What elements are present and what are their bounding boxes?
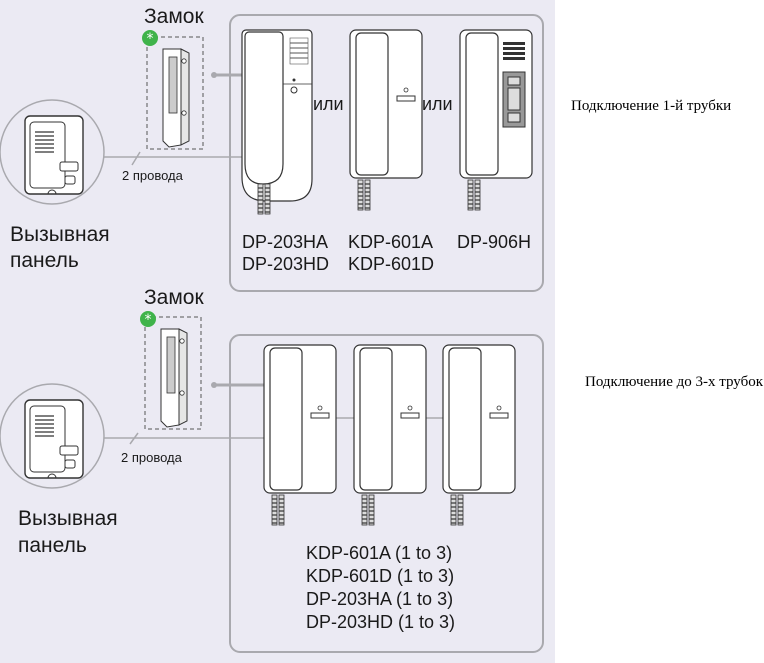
handset-kdp-601a bbox=[349, 29, 423, 211]
model-list-item: DP-203HD (1 to 3) bbox=[306, 612, 456, 632]
model-label-2a: KDP-601A bbox=[348, 232, 434, 252]
lock-label-2: Замок bbox=[144, 286, 204, 309]
handset-group-box-2 bbox=[229, 334, 544, 653]
handset-group-box-1 bbox=[229, 14, 544, 292]
handset-dp-203ha bbox=[241, 29, 313, 215]
handset-dp-906h bbox=[459, 29, 533, 211]
lock-badge-icon-1 bbox=[142, 30, 158, 47]
wire-label-1: 2 провода bbox=[122, 168, 183, 183]
model-list-item: KDP-601A (1 to 3) bbox=[306, 543, 453, 563]
handset-2-1 bbox=[264, 345, 336, 525]
panel-label-2-line1: Вызывная bbox=[18, 507, 118, 530]
note-section-2: Подключение до 3-х трубок bbox=[585, 374, 763, 390]
handset-2-2 bbox=[354, 345, 426, 525]
panel-label-1-line1: Вызывная bbox=[10, 223, 110, 246]
wire-label-2: 2 провода bbox=[121, 450, 182, 465]
handset-2-3 bbox=[443, 345, 515, 525]
lock-1 bbox=[146, 36, 204, 150]
model-label-3a: DP-906H bbox=[457, 232, 532, 252]
model-label-1a: DP-203HA bbox=[242, 232, 329, 252]
or-label-2: или bbox=[422, 94, 453, 114]
model-list-item: KDP-601D (1 to 3) bbox=[306, 566, 455, 586]
note-section-1: Подключение 1-й трубки bbox=[571, 98, 732, 114]
model-label-1b: DP-203HD bbox=[242, 254, 330, 274]
model-label-2b: KDP-601D bbox=[348, 254, 435, 274]
panel-label-1-line2: панель bbox=[10, 249, 79, 272]
or-label-1: или bbox=[313, 94, 344, 114]
call-panel-1 bbox=[0, 99, 105, 205]
lock-badge-icon-2 bbox=[140, 311, 156, 328]
panel-label-2-line2: панель bbox=[18, 534, 87, 557]
model-list-item: DP-203HA (1 to 3) bbox=[306, 589, 454, 609]
call-panel-2 bbox=[0, 383, 105, 489]
lock-label-1: Замок bbox=[144, 5, 204, 28]
lock-2 bbox=[144, 316, 202, 430]
